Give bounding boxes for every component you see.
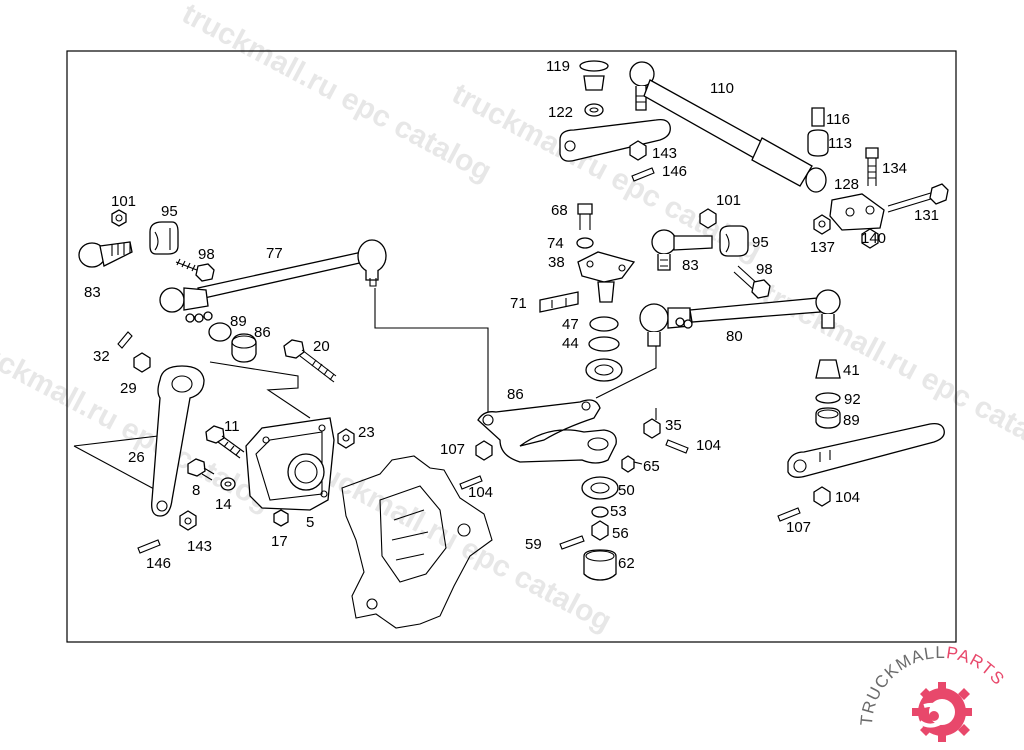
watermark-layer: truckmall.ru epc catalog truckmall.ru ep…	[0, 0, 1024, 638]
callout-label: 146	[146, 555, 171, 572]
callout-label: 80	[726, 328, 743, 345]
callout-label: 140	[861, 230, 886, 247]
steering-box-group	[187, 417, 493, 629]
callout-label: 86	[507, 386, 524, 403]
callout-label: 107	[786, 519, 811, 536]
callout-label: 83	[682, 257, 699, 274]
diagram-frame	[66, 50, 957, 643]
callout-label: 101	[111, 193, 136, 210]
callout-labels: 119 110 122 116 113 143 146 134 128 101 …	[84, 58, 939, 572]
callout-label: 104	[468, 484, 493, 501]
callout-label: 41	[843, 362, 860, 379]
callout-label: 53	[610, 503, 627, 520]
callout-label: 113	[828, 135, 852, 152]
callout-label: 89	[843, 412, 860, 429]
callout-label: 20	[313, 338, 330, 355]
callout-label: 134	[882, 160, 907, 177]
callout-label: 116	[826, 111, 850, 128]
callout-label: 74	[547, 235, 564, 252]
callout-label: 98	[198, 246, 215, 263]
callout-label: 29	[120, 380, 137, 397]
callout-label: 11	[224, 418, 240, 435]
idler-arm-group	[459, 203, 689, 581]
left-tie-rod-group	[73, 209, 489, 491]
callout-label: 104	[696, 437, 721, 454]
callout-label: 110	[710, 80, 734, 97]
callout-label: 95	[752, 234, 769, 251]
callout-label: 56	[612, 525, 629, 542]
callout-label: 107	[440, 441, 465, 458]
callout-label: 101	[716, 192, 741, 209]
callout-label: 128	[834, 176, 859, 193]
callout-label: 143	[652, 145, 677, 162]
callout-label: 83	[84, 284, 101, 301]
callout-label: 8	[192, 482, 200, 499]
callout-label: 131	[914, 207, 939, 224]
callout-label: 143	[187, 538, 212, 555]
callout-label: 44	[562, 335, 579, 352]
drag-link-group	[559, 60, 949, 249]
callout-label: 17	[271, 533, 288, 550]
logo-text-accent: PARTS	[945, 643, 1008, 689]
callout-label: 146	[662, 163, 687, 180]
watermark-text: truckmall.ru epc catalog	[297, 447, 617, 638]
pitman-arm-group	[117, 331, 205, 554]
callout-label: 71	[510, 295, 527, 312]
callout-label: 137	[810, 239, 835, 256]
callout-label: 122	[548, 104, 573, 121]
callout-label: 65	[643, 458, 660, 475]
callout-label: 98	[756, 261, 773, 278]
callout-label: 68	[551, 202, 568, 219]
callout-label: 86	[254, 324, 271, 341]
callout-label: 14	[215, 496, 232, 513]
gear-icon	[912, 682, 972, 742]
watermark-text: truckmall.ru epc catalog	[447, 77, 767, 268]
callout-label: 77	[266, 245, 283, 262]
callout-label: 119	[546, 58, 570, 75]
callout-label: 62	[618, 555, 635, 572]
callout-label: 32	[93, 348, 110, 365]
callout-label: 95	[161, 203, 178, 220]
callout-label: 26	[128, 449, 145, 466]
callout-label: 89	[230, 313, 247, 330]
callout-label: 47	[562, 316, 579, 333]
callout-label: 104	[835, 489, 860, 506]
callout-label: 50	[618, 482, 635, 499]
right-tie-rod-group	[639, 208, 945, 522]
callout-label: 5	[306, 514, 314, 531]
truckmall-parts-logo: TRUCKMALLPARTS	[857, 643, 1008, 742]
callout-label: 23	[358, 424, 375, 441]
callout-label: 38	[548, 254, 565, 271]
watermark-text: truckmall.ru epc catalog	[177, 0, 497, 188]
callout-label: 35	[665, 417, 682, 434]
callout-label: 59	[525, 536, 542, 553]
callout-label: 92	[844, 391, 861, 408]
